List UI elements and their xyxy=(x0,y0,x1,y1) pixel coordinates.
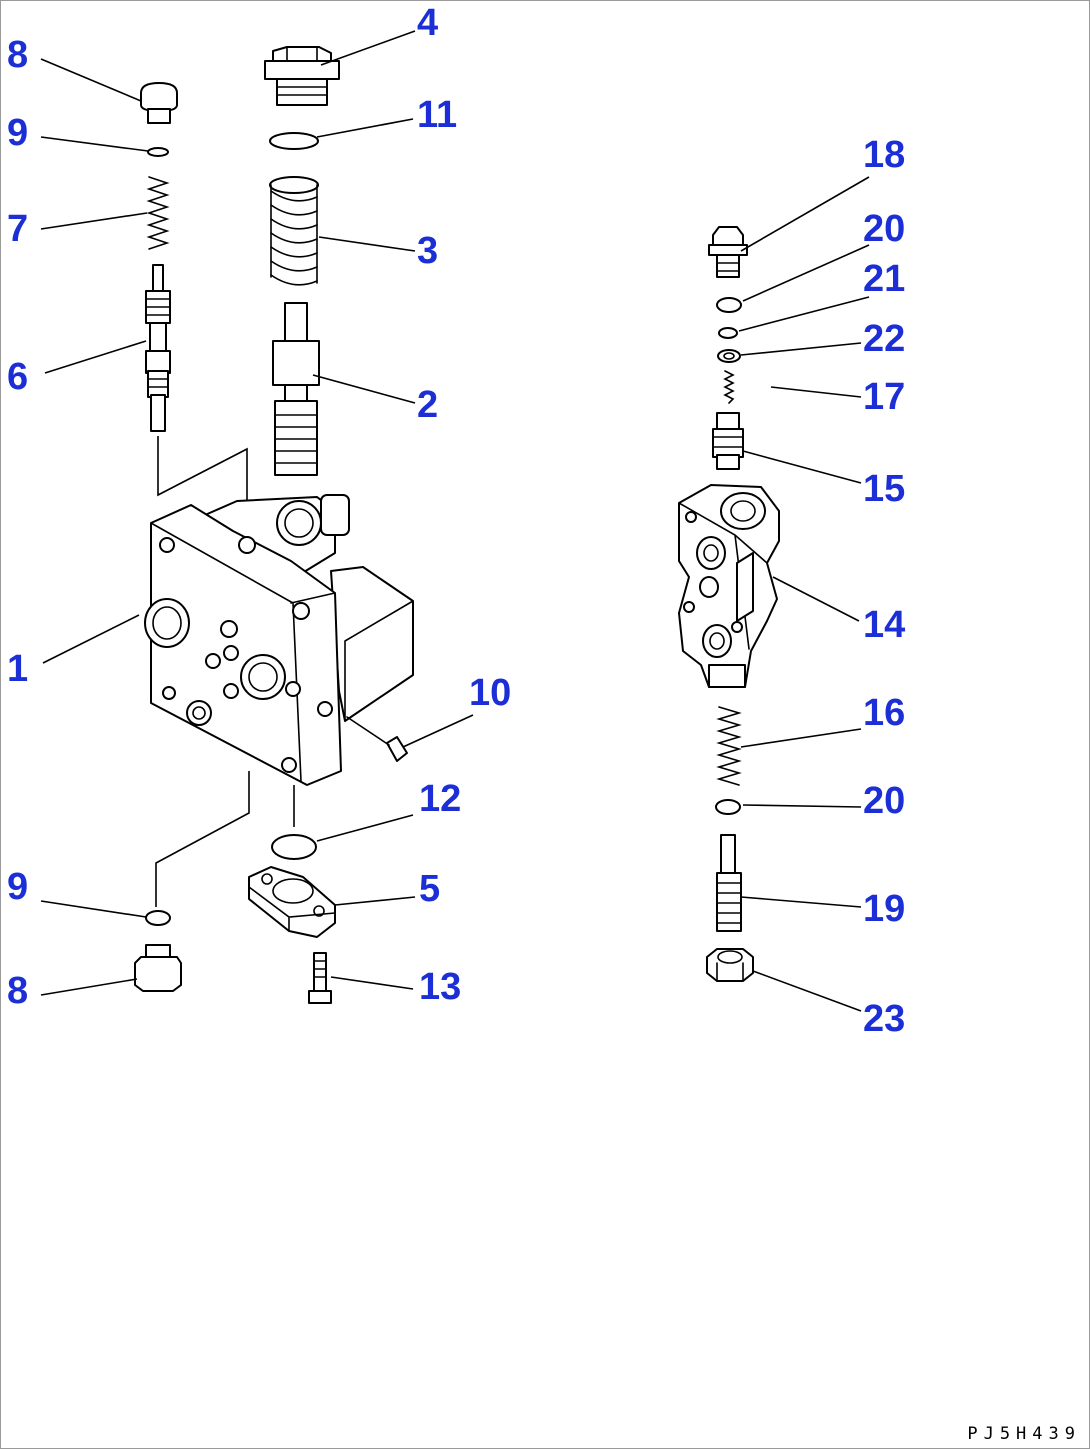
part-nut-23 xyxy=(706,948,754,982)
part-screw-19 xyxy=(716,834,742,932)
callout-18: 18 xyxy=(863,134,905,176)
callout-22: 22 xyxy=(863,318,905,360)
callout-16: 16 xyxy=(863,692,905,734)
part-oring-20-bottom xyxy=(715,799,741,815)
part-valve-body xyxy=(144,494,414,786)
part-oring-20-top xyxy=(716,297,742,313)
callout-7: 7 xyxy=(7,208,28,250)
callout-3: 3 xyxy=(417,230,438,272)
callout-6: 6 xyxy=(7,356,28,398)
callout-15: 15 xyxy=(863,468,905,510)
part-plug-18 xyxy=(708,226,748,278)
callout-21: 21 xyxy=(863,258,905,300)
part-spool-large xyxy=(272,302,320,476)
callout-10: 10 xyxy=(469,672,511,714)
callout-20-bottom: 20 xyxy=(863,780,905,822)
callout-4: 4 xyxy=(417,2,438,44)
callout-20-top: 20 xyxy=(863,208,905,250)
part-screw-10 xyxy=(346,716,408,762)
callout-5: 5 xyxy=(419,868,440,910)
callout-1: 1 xyxy=(7,648,28,690)
part-spool-small xyxy=(145,264,171,432)
part-oring-11 xyxy=(269,132,319,150)
part-spring-16 xyxy=(716,706,742,786)
part-valve-housing xyxy=(678,484,780,688)
drawing-code: PJ5H439 xyxy=(967,1424,1081,1444)
callout-19: 19 xyxy=(863,888,905,930)
callout-17: 17 xyxy=(863,376,905,418)
callout-14: 14 xyxy=(863,604,905,646)
callout-2: 2 xyxy=(417,384,438,426)
part-plug-large xyxy=(264,46,340,106)
callout-9-top: 9 xyxy=(7,112,28,154)
part-oring-bottom xyxy=(145,910,171,926)
part-plug-top xyxy=(140,82,178,124)
part-washer-22 xyxy=(717,349,741,363)
part-poppet-15 xyxy=(712,412,744,470)
callout-8-top: 8 xyxy=(7,34,28,76)
part-spring-17 xyxy=(723,370,735,404)
part-flange xyxy=(248,866,336,938)
part-bolt-13 xyxy=(308,952,332,1004)
callout-12: 12 xyxy=(419,778,461,820)
callout-13: 13 xyxy=(419,966,461,1008)
part-spring-large xyxy=(269,176,319,286)
callout-23: 23 xyxy=(863,998,905,1040)
callout-8-bottom: 8 xyxy=(7,970,28,1012)
part-oring-top xyxy=(147,147,169,157)
part-oring-12 xyxy=(271,834,317,860)
part-spring-small xyxy=(146,176,170,250)
callout-9-bottom: 9 xyxy=(7,866,28,908)
part-plug-bottom xyxy=(134,944,182,992)
part-oring-21 xyxy=(718,327,738,339)
callout-11: 11 xyxy=(417,94,457,136)
